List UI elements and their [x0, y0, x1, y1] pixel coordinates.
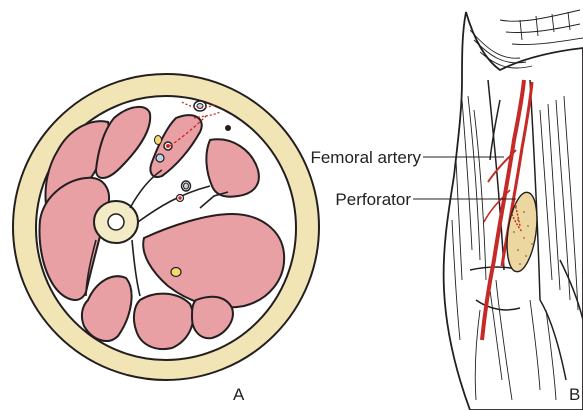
perforator-label: Perforator [335, 190, 411, 209]
panel-a-label: A [233, 385, 245, 404]
femoral-artery-label: Femoral artery [310, 148, 421, 167]
panel-b-label: B [569, 385, 580, 404]
panel-a-cross-section [13, 74, 319, 380]
muscle-semitendinosus [134, 294, 193, 349]
panel-b-thigh-drawing [444, 10, 583, 410]
sciatic-nerve [171, 268, 181, 277]
femur-marrow [108, 214, 124, 230]
